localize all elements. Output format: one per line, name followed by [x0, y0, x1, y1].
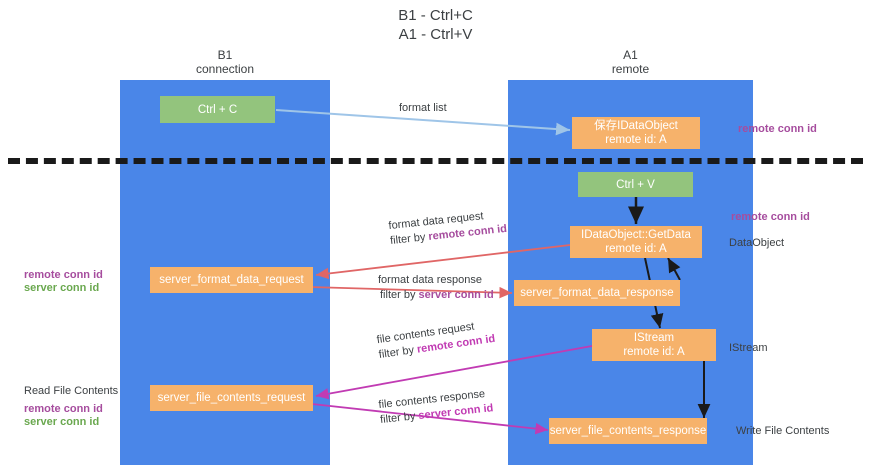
edge-label-format-list: format list [399, 102, 447, 114]
edge-label-format-data-request: format data request filter by remote con… [388, 207, 508, 249]
annotation-left-read-file-contents: Read File Contents [24, 385, 119, 397]
node-server-file-contents-response[interactable]: server_file_contents_response [549, 418, 707, 444]
edge-label-format-data-response: format data response filter by server co… [378, 273, 494, 303]
node-istream[interactable]: IStream remote id: A [592, 329, 716, 361]
filter-value-server-conn-id: server conn id [418, 289, 494, 301]
annotation-left-server-conn-id-bottom: server conn id [24, 416, 100, 428]
edge-label-format-data-response-text: format data response [378, 274, 482, 286]
node-save-idataobject[interactable]: 保存IDataObject remote id: A [572, 117, 700, 149]
page-title: B1 - Ctrl+C A1 - Ctrl+V [398, 7, 473, 43]
annotation-left-server-conn-id-mid: server conn id [24, 282, 100, 294]
node-server-format-data-request[interactable]: server_format_data_request [150, 267, 313, 293]
right-lane-header: A1 remote [611, 48, 650, 76]
node-server-file-contents-request[interactable]: server_file_contents_request [150, 385, 313, 411]
edge-label-file-contents-response: file contents response filter by server … [378, 386, 494, 428]
annotation-left-remote-conn-id-mid: remote conn id [24, 269, 103, 281]
edge-label-format-data-response-filter: filter by server conn id [380, 289, 494, 301]
edge-label-file-contents-request: file contents request filter by remote c… [376, 317, 496, 363]
node-ctrl-c[interactable]: Ctrl + C [160, 96, 275, 123]
node-server-format-data-response[interactable]: server_format_data_response [514, 280, 680, 306]
node-ctrl-v[interactable]: Ctrl + V [578, 172, 693, 197]
node-idataobject-getdata[interactable]: IDataObject::GetData remote id: A [570, 226, 702, 258]
section-divider [8, 158, 863, 164]
annotation-right-remote-conn-id-mid: remote conn id [731, 211, 810, 223]
annotation-right-istream: IStream [729, 342, 768, 354]
annotation-right-write-file-contents: Write File Contents [736, 425, 830, 437]
annotation-right-remote-conn-id-top: remote conn id [738, 123, 817, 135]
left-lane-header: B1 connection [195, 48, 255, 76]
annotation-right-dataobject: DataObject [729, 237, 785, 249]
annotation-left-remote-conn-id-bottom: remote conn id [24, 403, 103, 415]
